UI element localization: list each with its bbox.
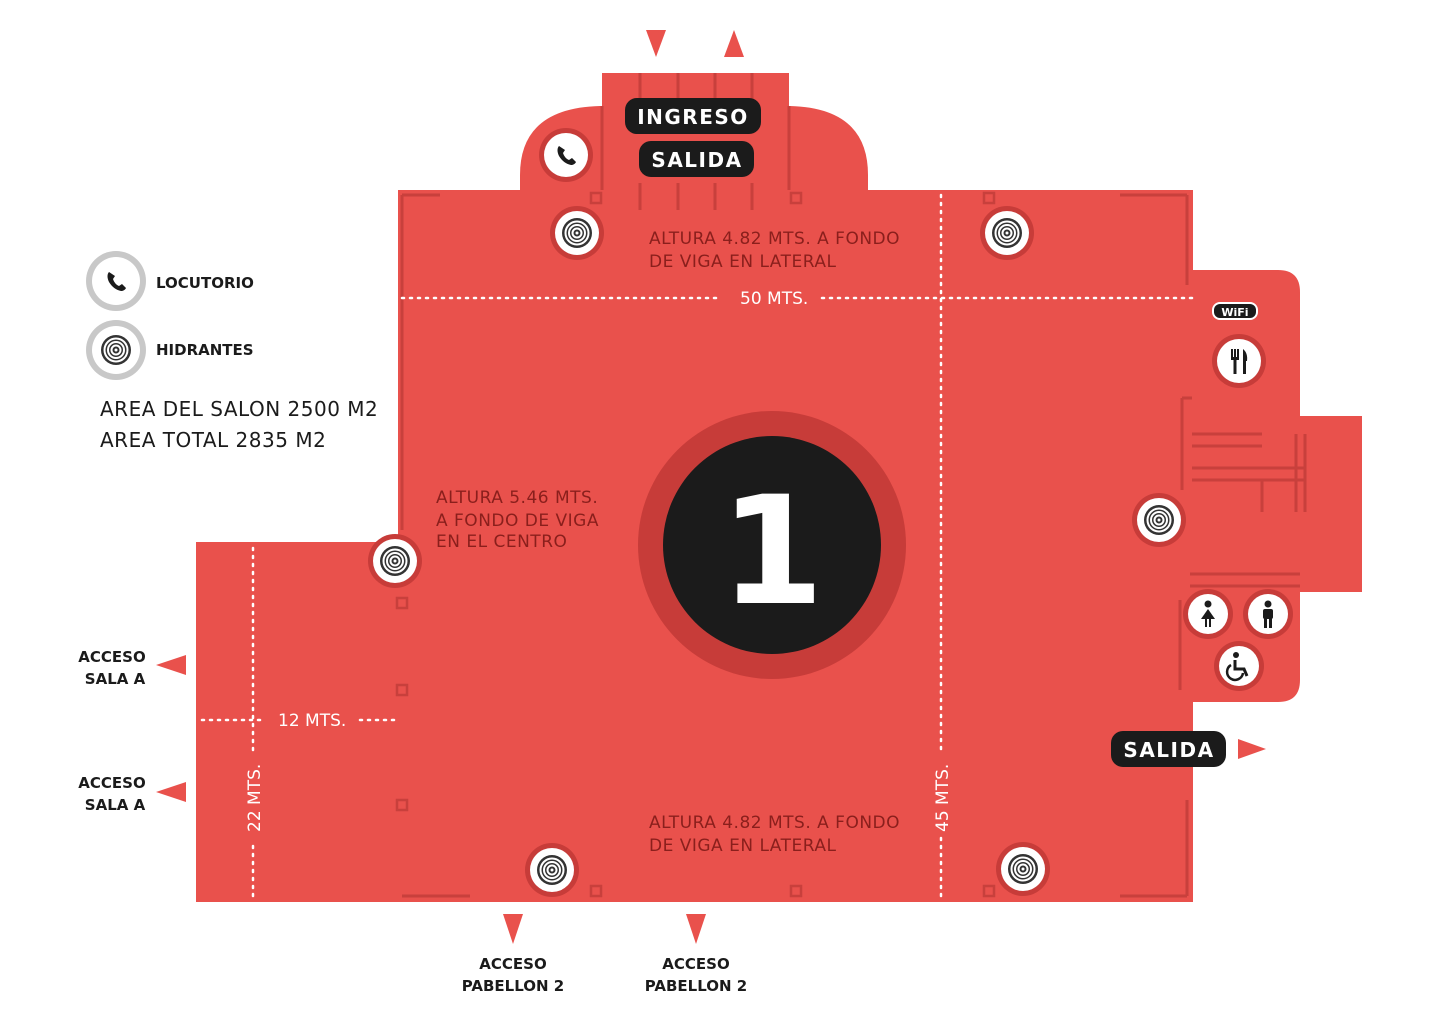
hose-reel-icon bbox=[995, 841, 1051, 897]
legend: LOCUTORIO HIDRANTES AREA DEL SALON 2500 … bbox=[86, 251, 378, 452]
area-salon: AREA DEL SALON 2500 M2 bbox=[100, 397, 378, 421]
area-total: AREA TOTAL 2835 M2 bbox=[100, 428, 326, 452]
hall-number: 1 bbox=[720, 465, 824, 639]
note-center-line2: A FONDO DE VIGA bbox=[436, 511, 599, 531]
hose-reel-icon bbox=[979, 205, 1035, 261]
legend-hose-reel-icon bbox=[86, 320, 146, 380]
arrow-left-sala-a-1 bbox=[156, 655, 186, 675]
dimension-lines bbox=[200, 193, 1194, 898]
note-bottom-line2: DE VIGA EN LATERAL bbox=[649, 836, 836, 856]
access-sala-a-1-line1: ACCESO bbox=[78, 648, 145, 666]
hose-reel-icon bbox=[1131, 492, 1187, 548]
arrow-up-salida bbox=[724, 30, 744, 57]
note-center-line3: EN EL CENTRO bbox=[436, 532, 567, 552]
columns bbox=[395, 191, 996, 898]
man-restroom-icon bbox=[1243, 589, 1293, 639]
salida-top-label: SALIDA bbox=[651, 148, 742, 172]
woman-restroom-icon bbox=[1183, 589, 1233, 639]
access-sala-a-1-line2: SALA A bbox=[85, 670, 146, 688]
arrow-right-salida bbox=[1238, 739, 1266, 759]
note-top-line2: DE VIGA EN LATERAL bbox=[649, 252, 836, 272]
arrow-down-ingreso bbox=[646, 30, 666, 57]
access-pabellon-2-line1: ACCESO bbox=[662, 955, 729, 973]
dim-height-main: 45 MTS. bbox=[933, 764, 953, 832]
legend-hidrantes-label: HIDRANTES bbox=[156, 341, 254, 359]
salida-right-badge: SALIDA bbox=[1111, 731, 1226, 767]
arrow-down-pabellon-1 bbox=[503, 914, 523, 944]
note-center-line1: ALTURA 5.46 MTS. bbox=[436, 488, 598, 508]
wifi-icon: WiFi bbox=[1212, 302, 1258, 320]
wall-lines bbox=[400, 73, 1307, 898]
dim-width-left: 12 MTS. bbox=[278, 711, 346, 731]
access-labels: ACCESO SALA A ACCESO SALA A ACCESO PABEL… bbox=[78, 648, 747, 995]
salida-right-label: SALIDA bbox=[1123, 738, 1214, 762]
arrows bbox=[156, 30, 1266, 944]
salida-top-badge: SALIDA bbox=[639, 141, 754, 177]
hose-reel-icon bbox=[524, 842, 580, 898]
note-top-line1: ALTURA 4.82 MTS. A FONDO bbox=[649, 229, 900, 249]
access-sala-a-2-line2: SALA A bbox=[85, 796, 146, 814]
legend-locutorio-label: LOCUTORIO bbox=[156, 274, 254, 292]
dim-width-main: 50 MTS. bbox=[740, 289, 808, 309]
access-pabellon-2-line2: PABELLON 2 bbox=[645, 977, 747, 995]
access-pabellon-1-line1: ACCESO bbox=[479, 955, 546, 973]
hose-reel-icon bbox=[367, 533, 423, 589]
wheelchair-icon bbox=[1214, 641, 1264, 691]
arrow-left-sala-a-2 bbox=[156, 782, 186, 802]
ingreso-badge: INGRESO bbox=[625, 98, 761, 134]
legend-phone-icon bbox=[86, 251, 146, 311]
hall-marker: 1 bbox=[638, 411, 906, 679]
fork-knife-icon bbox=[1212, 334, 1266, 388]
phone-icon bbox=[539, 128, 593, 182]
access-pabellon-1-line2: PABELLON 2 bbox=[462, 977, 564, 995]
ingreso-label: INGRESO bbox=[637, 105, 749, 129]
note-bottom-line1: ALTURA 4.82 MTS. A FONDO bbox=[649, 813, 900, 833]
arrow-down-pabellon-2 bbox=[686, 914, 706, 944]
access-sala-a-2-line1: ACCESO bbox=[78, 774, 145, 792]
wifi-label: WiFi bbox=[1221, 306, 1248, 319]
hose-reel-icon bbox=[549, 205, 605, 261]
dim-height-left: 22 MTS. bbox=[245, 764, 265, 832]
